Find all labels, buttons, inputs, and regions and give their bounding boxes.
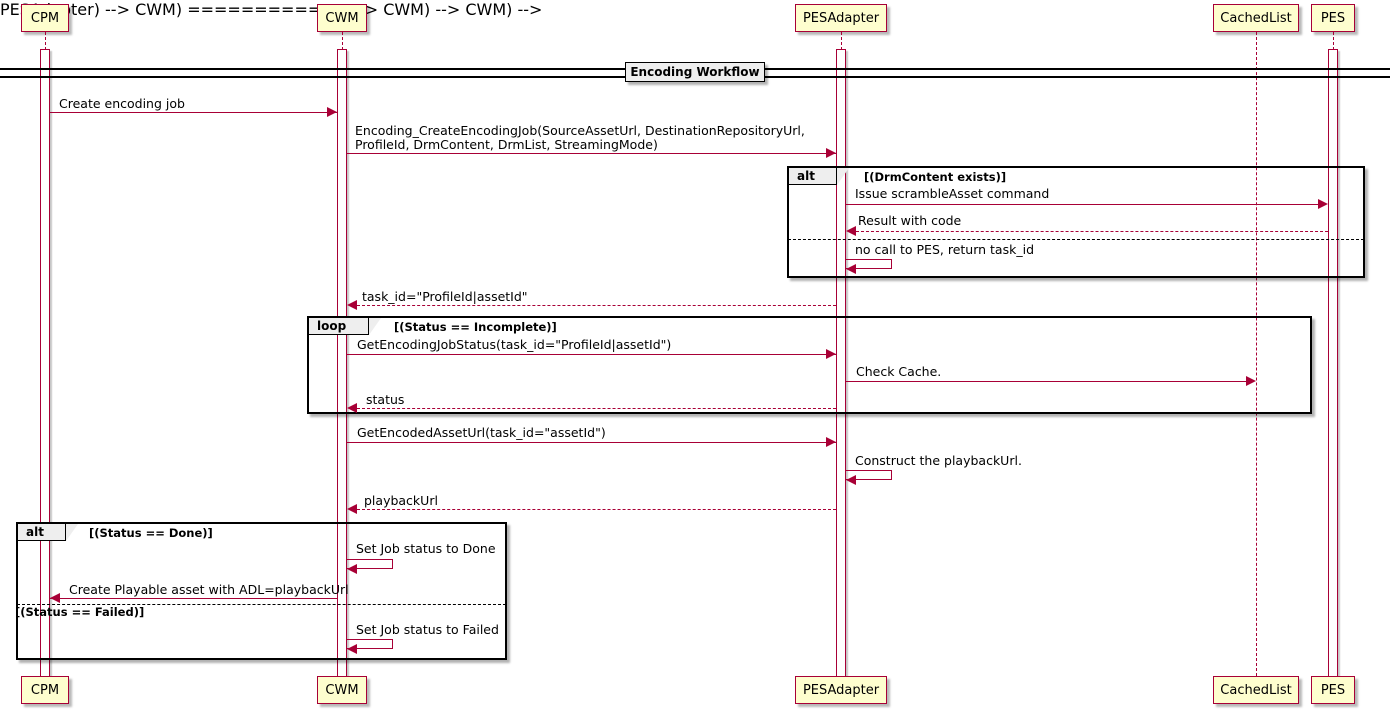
fragment-alt-drmcontent-separator (788, 239, 1364, 240)
fragment-operator-label: alt (797, 169, 815, 183)
participant-label: PES (1320, 10, 1346, 26)
participant-footer-cpm[interactable]: CPM (21, 676, 69, 704)
message-line-check-cache (846, 381, 1246, 382)
participant-header-cwm[interactable]: CWM (317, 4, 367, 32)
participant-label: CWM (325, 10, 359, 26)
message-arrowhead-check-cache (1246, 376, 1256, 386)
fragment-alt-status-tab-notch (66, 524, 78, 541)
message-arrowhead-set-job-status-failed (347, 644, 357, 654)
message-label-get-encoded-asset-url: GetEncodedAssetUrl(task_id="assetId") (357, 425, 606, 440)
message-line-playbackurl (357, 509, 836, 510)
message-label-create-encoding-job: Create encoding job (59, 96, 185, 111)
message-line-get-encoded-asset-url (347, 442, 836, 443)
message-arrowhead-get-encoded-asset-url (826, 437, 836, 447)
message-arrowhead-construct-playbackurl (846, 475, 856, 485)
participant-header-cachedlist[interactable]: CachedList (1213, 4, 1299, 32)
participant-label: CWM (325, 682, 359, 698)
participant-header-cpm[interactable]: CPM (21, 4, 69, 32)
message-line-create-encoding-job (50, 112, 337, 113)
fragment-alt-status-condition: [(Status == Done)] (89, 526, 213, 540)
message-arrowhead-set-job-status-done (347, 564, 357, 574)
message-label-encoding-create-encoding-job: Encoding_CreateEncodingJob(SourceAssetUr… (355, 123, 805, 152)
divider-label: Encoding Workflow (630, 65, 760, 79)
participant-label: PES (1320, 682, 1346, 698)
message-label-create-playable-asset: Create Playable asset with ADL=playbackU… (69, 582, 349, 597)
message-label-set-job-status-failed: Set Job status to Failed (356, 622, 499, 637)
message-arrowhead-issue-scrambleasset (1318, 199, 1328, 209)
divider-encoding-workflow: Encoding Workflow (625, 62, 765, 82)
fragment-operator-label: loop (317, 319, 347, 333)
fragment-loop-status-incomplete (307, 316, 1312, 414)
message-label-status: status (366, 392, 405, 407)
fragment-alt-status-separator (17, 604, 506, 605)
participant-label: CachedList (1220, 10, 1292, 26)
message-selfcall-no-call-to-pes (846, 259, 892, 269)
message-arrowhead-get-encoding-job-status (826, 349, 836, 359)
message-label-set-job-status-done: Set Job status to Done (356, 541, 496, 556)
message-line-result-with-code (856, 231, 1328, 232)
participant-label: CachedList (1220, 682, 1292, 698)
message-selfcall-construct-playbackurl (846, 470, 892, 480)
message-arrowhead-playbackurl (347, 504, 357, 514)
participant-header-pes[interactable]: PES (1311, 4, 1355, 32)
message-label-issue-scrambleasset: Issue scrambleAsset command (855, 186, 1050, 201)
message-selfcall-set-job-status-done (347, 559, 393, 569)
message-arrowhead-encoding-create-encoding-job (826, 148, 836, 158)
fragment-alt-status-else-condition: [(Status == Failed)] (15, 605, 145, 619)
message-arrowhead-result-with-code (846, 226, 856, 236)
fragment-alt-drmcontent-condition: [(DrmContent exists)] (864, 170, 1007, 184)
message-line-task-id-return (357, 305, 836, 306)
message-label-task-id-return: task_id="ProfileId|assetId" (362, 289, 528, 304)
message-line-status (357, 408, 836, 409)
message-arrowhead-create-playable-asset (50, 593, 60, 603)
participant-header-pesadapter[interactable]: PESAdapter (795, 4, 887, 32)
fragment-operator-label: alt (26, 525, 44, 539)
participant-label: CPM (30, 10, 60, 26)
message-line-get-encoding-job-status (347, 354, 836, 355)
fragment-loop-status-incomplete-tab: loop (309, 318, 369, 335)
participant-footer-pes[interactable]: PES (1311, 676, 1355, 704)
participant-footer-cwm[interactable]: CWM (317, 676, 367, 704)
participant-footer-cachedlist[interactable]: CachedList (1213, 676, 1299, 704)
fragment-alt-drmcontent (787, 166, 1365, 278)
fragment-alt-status-tab: alt (18, 524, 66, 541)
message-arrowhead-create-encoding-job (327, 107, 337, 117)
participant-label: CPM (30, 682, 60, 698)
fragment-alt-status (16, 522, 507, 660)
participant-label: PESAdapter (802, 10, 880, 26)
message-label-check-cache: Check Cache. (856, 364, 942, 379)
message-line-encoding-create-encoding-job (347, 153, 836, 154)
message-label-no-call-to-pes: no call to PES, return task_id (855, 242, 1034, 257)
message-selfcall-set-job-status-failed (347, 639, 393, 649)
participant-label: PESAdapter (802, 682, 880, 698)
message-line-create-playable-asset (50, 598, 337, 599)
fragment-loop-status-incomplete-tab-notch (369, 318, 381, 335)
message-line-issue-scrambleasset (846, 204, 1323, 205)
lifeline-cachedlist (1256, 32, 1257, 676)
message-label-construct-playbackurl: Construct the playbackUrl. (855, 453, 1022, 468)
message-label-get-encoding-job-status: GetEncodingJobStatus(task_id="ProfileId|… (357, 337, 672, 352)
message-label-playbackurl: playbackUrl (364, 493, 438, 508)
activation-bar-pes (1328, 49, 1338, 677)
message-arrowhead-task-id-return (347, 300, 357, 310)
fragment-alt-drmcontent-tab-notch (837, 168, 849, 185)
participant-footer-pesadapter[interactable]: PESAdapter (795, 676, 887, 704)
message-arrowhead-status (347, 403, 357, 413)
message-label-result-with-code: Result with code (858, 213, 962, 228)
fragment-loop-status-incomplete-condition: [(Status == Incomplete)] (394, 320, 557, 334)
message-arrowhead-no-call-to-pes (846, 264, 856, 274)
fragment-alt-drmcontent-tab: alt (789, 168, 837, 185)
